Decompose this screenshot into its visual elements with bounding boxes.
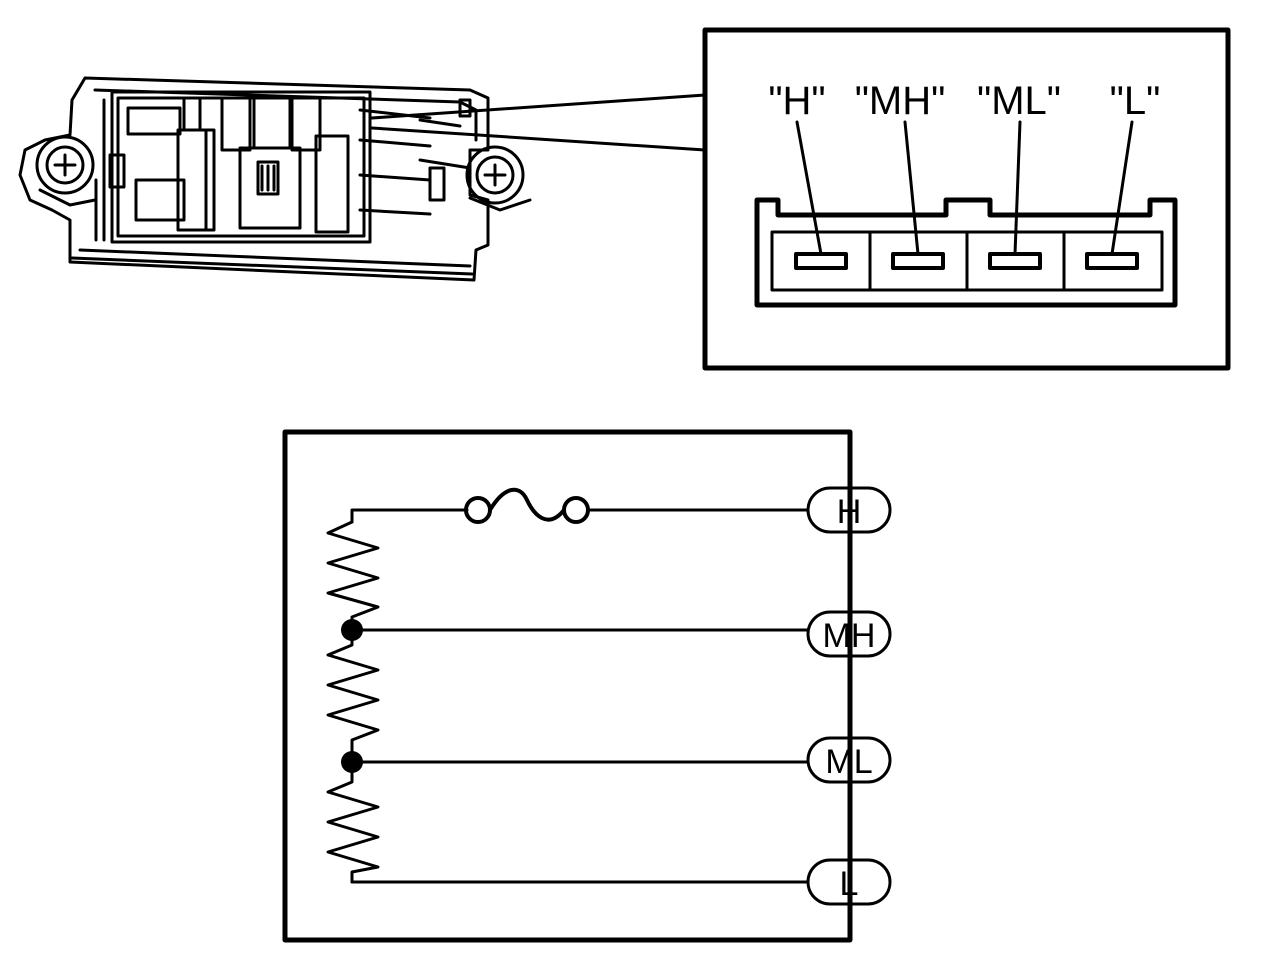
inset-frame bbox=[702, 27, 1231, 371]
terminal-pin-mh bbox=[891, 252, 945, 270]
terminal-label-mh: "MH" bbox=[855, 79, 946, 123]
schematic-terminal-label-l: L bbox=[840, 865, 859, 903]
terminal-pin-l bbox=[1085, 252, 1139, 270]
terminal-pin-h bbox=[794, 252, 848, 270]
schematic-terminal-label-ml: ML bbox=[825, 743, 872, 781]
schematic-terminal-label-h: H bbox=[837, 493, 862, 531]
junction-dot-ml bbox=[341, 751, 363, 773]
circuit-schematic: H MH ML L bbox=[282, 429, 892, 943]
terminal-label-ml: "ML" bbox=[977, 79, 1061, 123]
terminal-pin-ml bbox=[988, 252, 1042, 270]
resistor-coil bbox=[326, 520, 380, 884]
schematic-terminal-l: L bbox=[806, 858, 892, 906]
connector-inset: "H" "MH" "ML" "L" bbox=[702, 27, 1231, 371]
schematic-terminal-mh: MH bbox=[806, 610, 892, 658]
schematic-terminal-label-mh: MH bbox=[823, 617, 876, 655]
schematic-terminal-h: H bbox=[806, 486, 892, 534]
thermal-fuse bbox=[464, 487, 590, 524]
schematic-terminal-ml: ML bbox=[806, 736, 892, 784]
schematic-frame bbox=[282, 429, 853, 943]
junction-dot-mh bbox=[341, 619, 363, 641]
terminal-label-h: "H" bbox=[768, 79, 825, 123]
terminal-label-l: "L" bbox=[1110, 79, 1161, 123]
connector-housing bbox=[754, 197, 1178, 308]
resistor-module-illustration bbox=[18, 76, 707, 282]
